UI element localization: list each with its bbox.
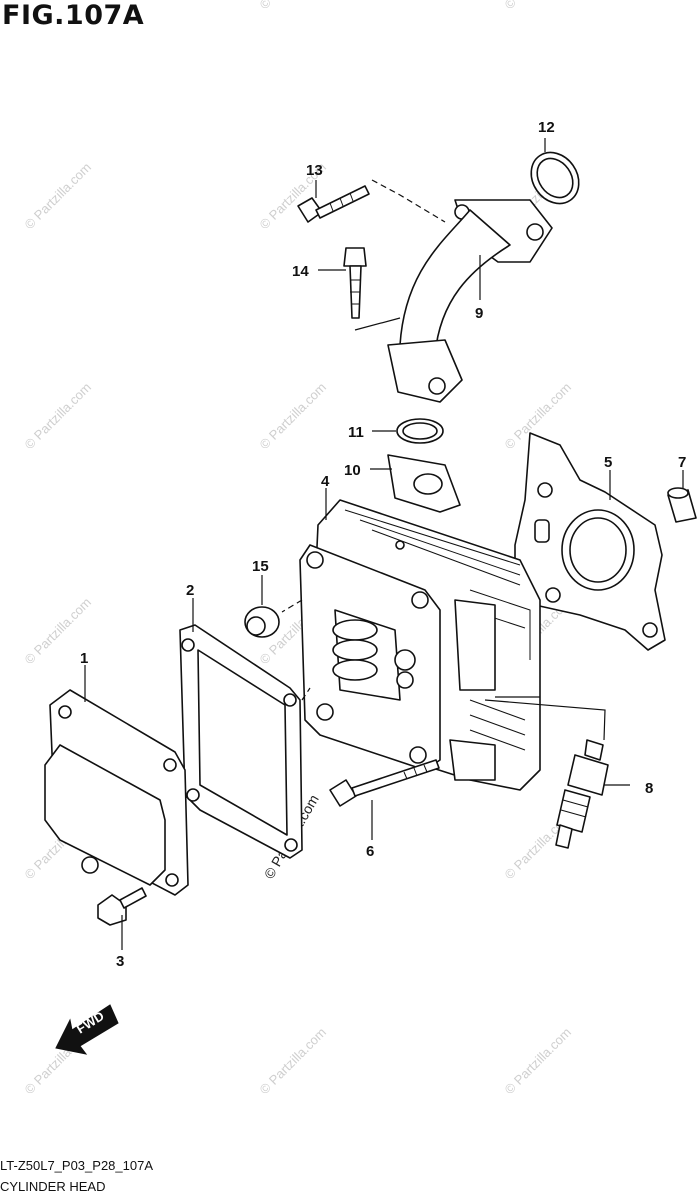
spark-plug-8: [555, 739, 609, 849]
bolt-13: [297, 185, 370, 223]
callout-labels: 1 2 3 4 5 6 7 8 9 10 11 12 13 14 15: [80, 119, 686, 970]
fwd-arrow: FWD: [55, 1004, 119, 1055]
dowel-pin-7: [667, 487, 697, 523]
callout-4: 4: [321, 473, 330, 490]
callout-11: 11: [348, 424, 364, 441]
head-cover-1: [44, 689, 189, 896]
callout-5: 5: [604, 454, 612, 471]
nut-15: [244, 606, 280, 638]
watermark: © Partzilla.com: [257, 0, 330, 12]
figure-title: FIG.107A: [2, 0, 145, 31]
callout-9: 9: [475, 305, 483, 322]
callout-14: 14: [292, 263, 309, 280]
callout-13: 13: [306, 162, 323, 179]
watermark: © Partzilla.com: [22, 380, 95, 453]
o-ring-11: [396, 418, 444, 444]
cylinder-head-4: [299, 499, 541, 791]
callout-12: 12: [538, 119, 555, 136]
callout-15: 15: [252, 558, 269, 575]
callout-2: 2: [186, 582, 194, 599]
callout-6: 6: [366, 843, 374, 860]
watermark: © Partzilla.com: [502, 1025, 575, 1098]
intake-pipe-9: [387, 199, 553, 403]
gasket-2: [179, 624, 303, 859]
insulator-10: [387, 454, 461, 513]
callout-1: 1: [80, 650, 88, 667]
stud-14: [343, 247, 367, 319]
callout-8: 8: [645, 780, 653, 797]
callout-10: 10: [344, 462, 361, 479]
watermark-layer: © Partzilla.com © Partzilla.com © Partzi…: [22, 0, 575, 1097]
long-bolt-6: [329, 759, 440, 807]
watermark: © Partzilla.com: [22, 160, 95, 233]
watermark: © Partzilla.com: [257, 380, 330, 453]
figure-code: LT-Z50L7_P03_P28_107A: [0, 1158, 153, 1173]
watermark: © Partzilla.com: [257, 1025, 330, 1098]
leader-lines: [84, 138, 684, 950]
o-ring-12: [530, 151, 580, 205]
figure-caption: CYLINDER HEAD: [0, 1179, 106, 1194]
callout-3: 3: [116, 953, 124, 970]
gasket-5: [514, 432, 666, 651]
bolt-3: [97, 887, 147, 926]
watermark: © Partzilla.com: [502, 0, 575, 12]
callout-7: 7: [678, 454, 686, 471]
